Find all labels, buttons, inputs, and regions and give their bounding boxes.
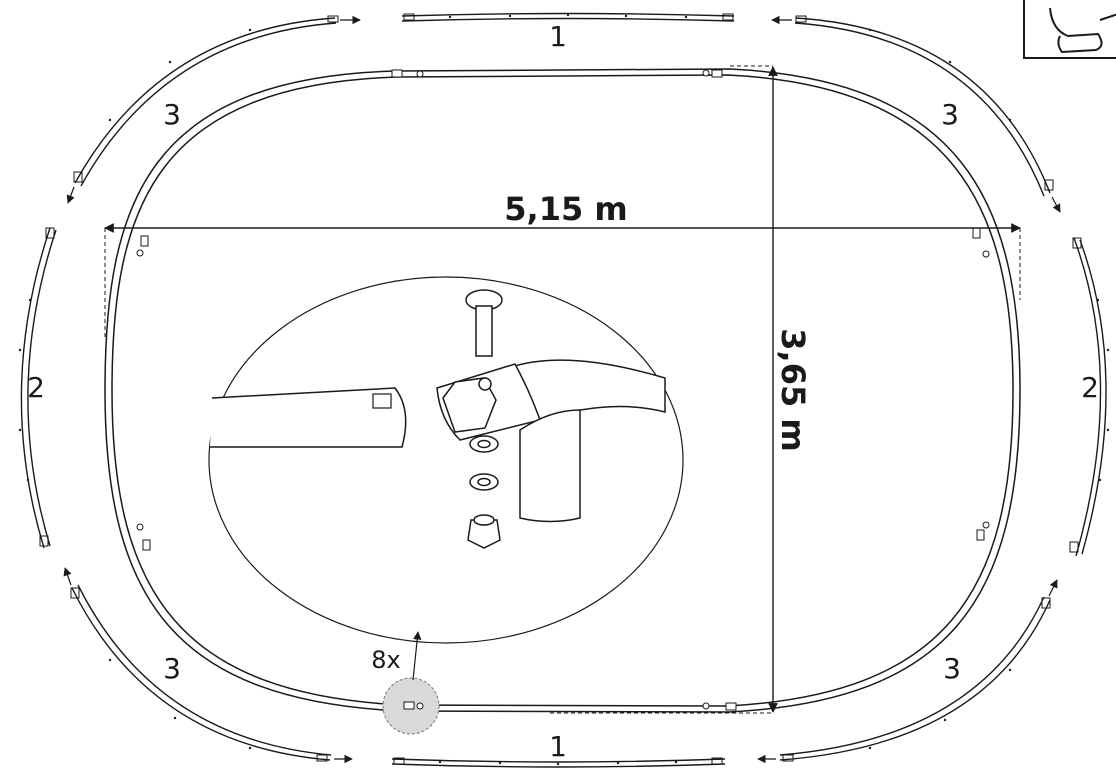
segment-top-right-3 [794,15,1054,197]
segment-label-top-left: 3 [163,98,181,131]
segment-label-right: 2 [1081,371,1099,404]
hand-tool-icon [1023,0,1116,59]
labels: 1 1 2 2 3 3 3 3 5,15 m 3,65 m 8x [27,20,1099,763]
height-dimension-label: 3,65 m [774,328,812,451]
height-dimension [550,65,778,714]
segment-label-top-right: 3 [941,98,959,131]
segment-label-top: 1 [549,20,567,53]
segment-top-1 [401,12,735,22]
segment-top-left-3 [73,15,339,187]
width-dimension [104,223,1021,340]
width-dimension-label: 5,15 m [504,190,627,228]
segment-left-2 [20,227,57,549]
segment-bottom-left-3 [70,584,332,762]
joint-detail-view [208,276,684,644]
segment-label-left: 2 [27,371,45,404]
segment-right-2 [1069,237,1107,557]
segment-label-bottom: 1 [549,730,567,763]
segment-bottom-1 [391,757,726,768]
segment-label-bottom-right: 3 [943,652,961,685]
segment-hole-dots [18,13,1110,766]
exploded-frame-segments [20,12,1107,768]
frame-joints [136,69,990,711]
segment-label-bottom-left: 3 [163,652,181,685]
quantity-label: 8x [371,646,400,674]
segment-direction-arrows [63,15,1061,764]
segment-bottom-right-3 [779,596,1051,762]
joint-callout [382,631,440,735]
